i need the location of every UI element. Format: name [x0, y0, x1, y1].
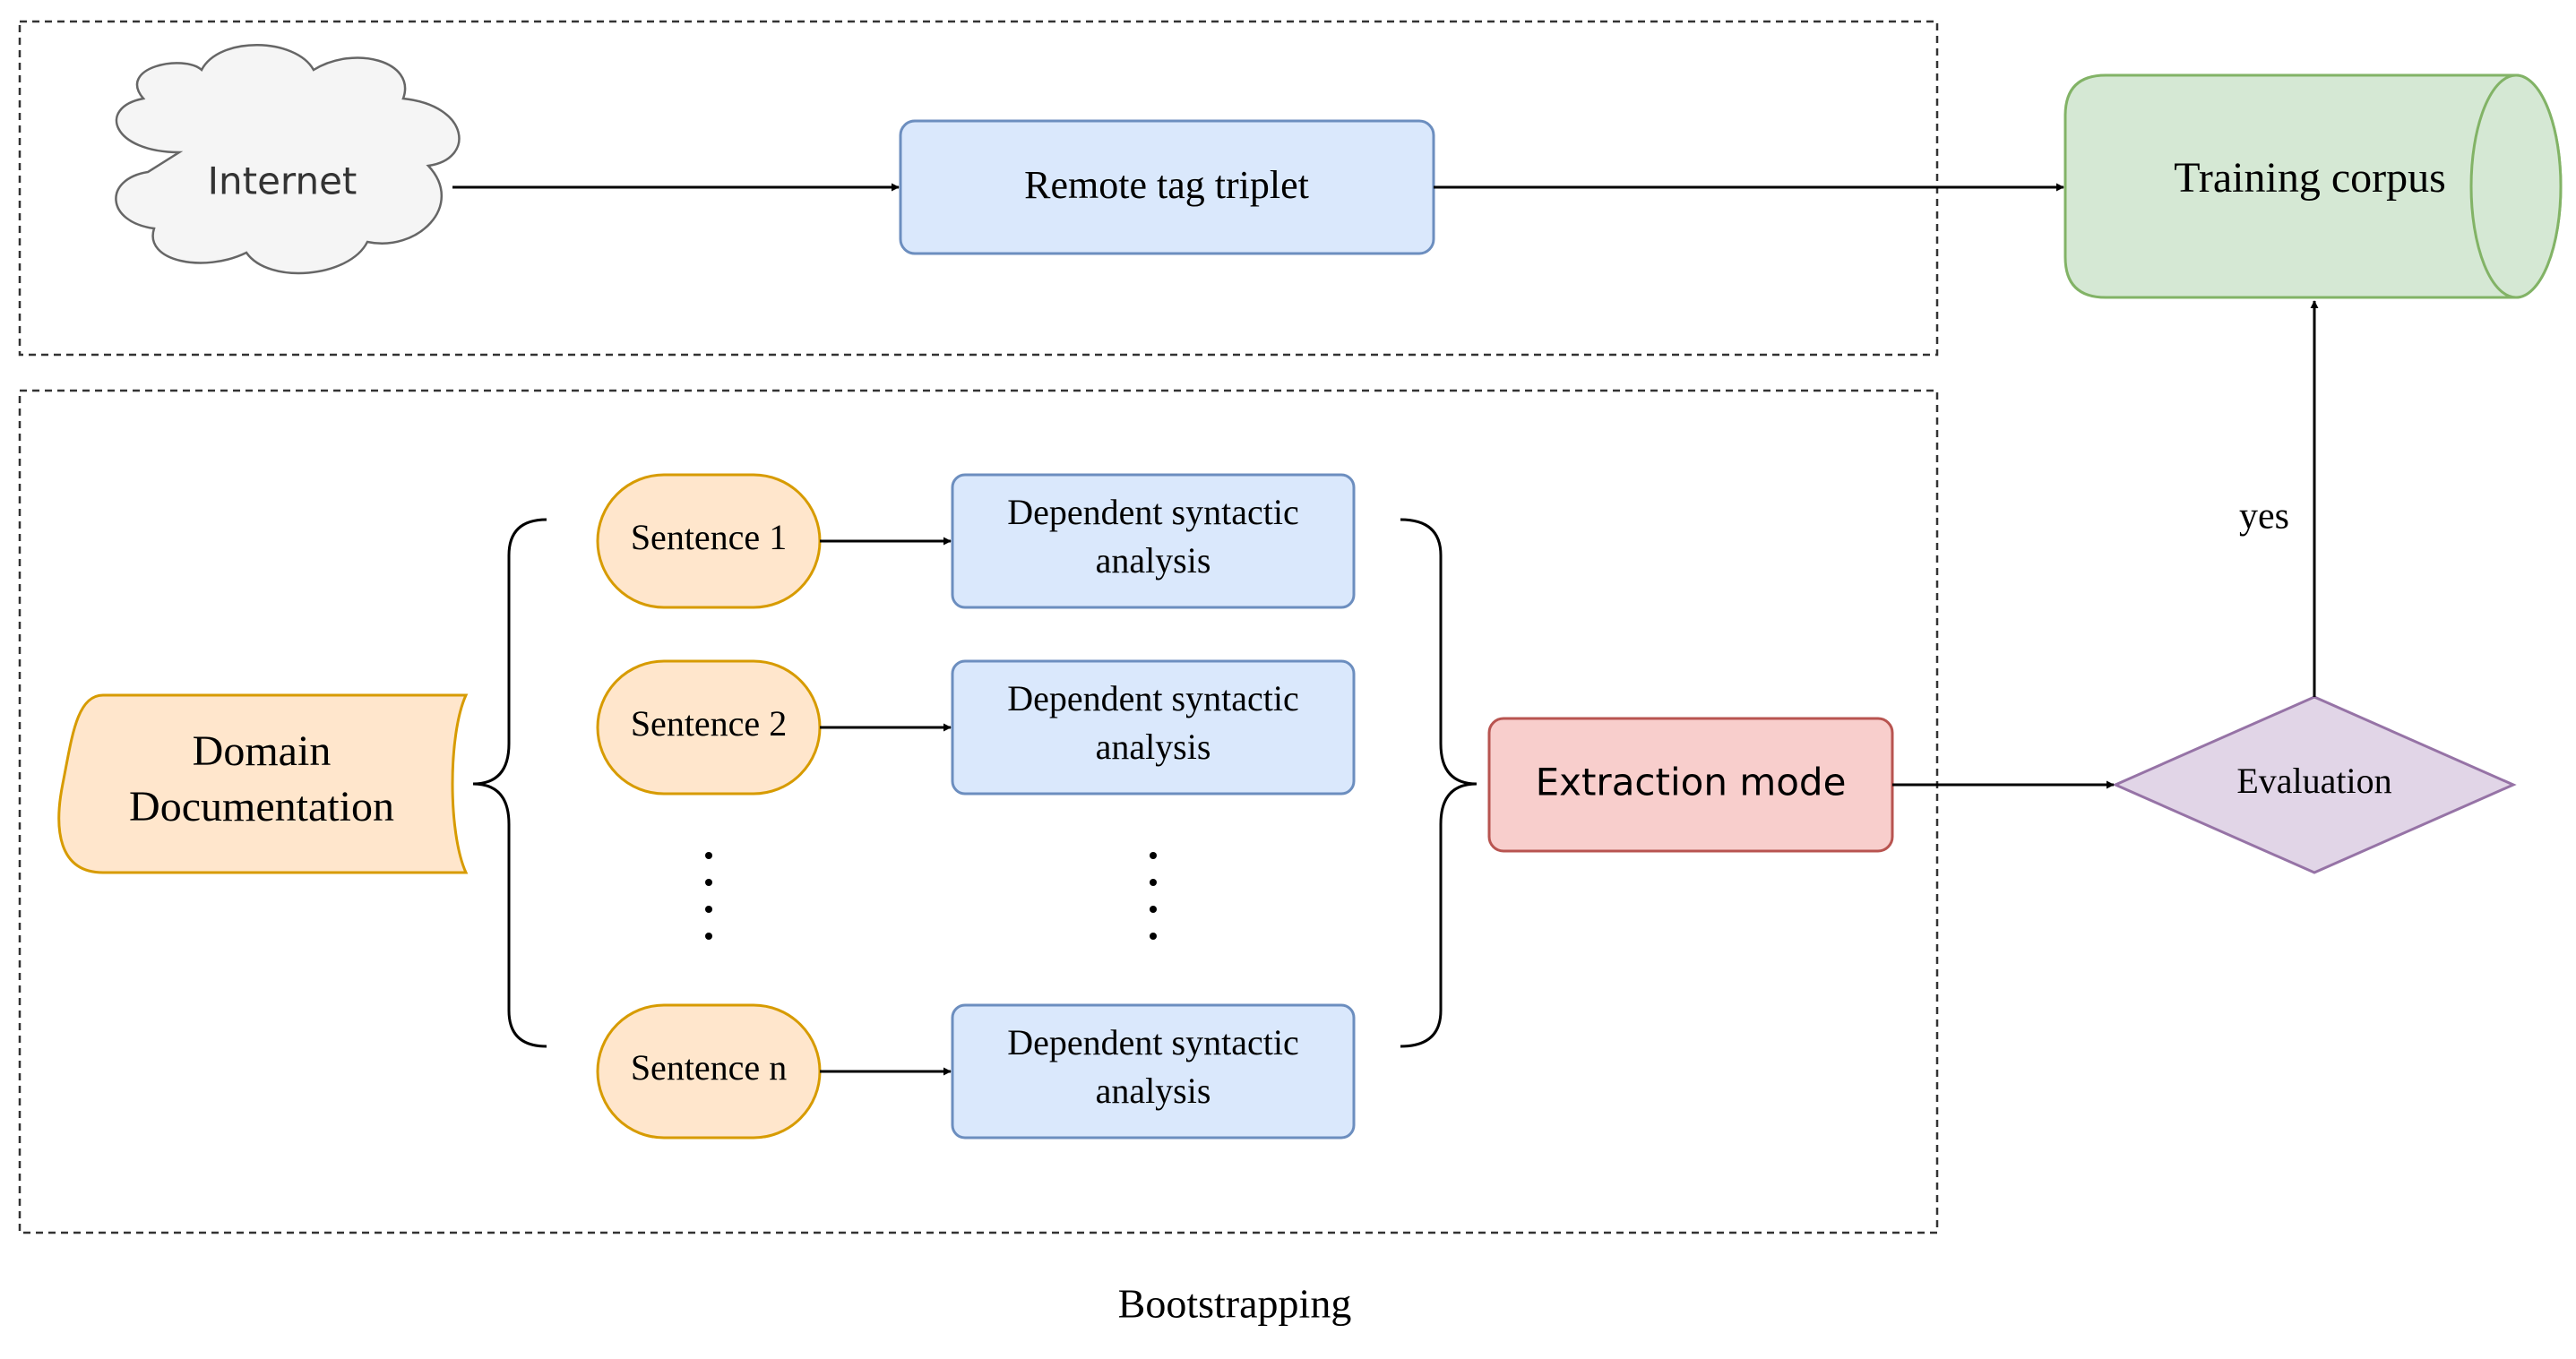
analysis-2-box — [951, 659, 1356, 796]
bottom-dashed-frame — [18, 389, 1939, 1234]
training-corpus-label: Training corpus — [2174, 154, 2446, 202]
right-brace — [1400, 518, 1478, 1048]
evaluation-label: Evaluation — [2236, 761, 2391, 801]
analysis-1-box — [951, 473, 1356, 609]
internet-label: Internet — [208, 159, 358, 203]
remote-tag-triplet-node: Remote tag triplet — [899, 119, 1435, 255]
cloud-shape — [115, 44, 461, 275]
domain-documentation-node: Domain Documentation — [57, 693, 469, 874]
edges — [452, 183, 2319, 1076]
domain-documentation-label-1: Domain — [193, 727, 332, 775]
domain-documentation-shape — [57, 693, 469, 874]
domain-documentation-label-2: Documentation — [129, 783, 394, 830]
sentence-1-node: Sentence 1 — [596, 473, 822, 609]
diagram-caption: Bootstrapping — [1118, 1281, 1352, 1327]
sentence-n-node: Sentence n — [596, 1003, 822, 1140]
yes-edge-label: yes — [2239, 496, 2289, 538]
analysis-2-label-1: Dependent syntactic — [1007, 678, 1298, 718]
analysis-ellipsis — [1150, 852, 1157, 940]
sentence-n-label: Sentence n — [631, 1047, 787, 1088]
training-corpus-end — [2469, 73, 2563, 299]
extraction-mode-node: Extraction mode — [1487, 717, 1894, 853]
sentence-2-node: Sentence 2 — [596, 659, 822, 796]
evaluation-diamond — [2112, 695, 2517, 874]
analysis-1-label-1: Dependent syntactic — [1007, 492, 1298, 532]
evaluation-node: Evaluation — [2112, 695, 2517, 874]
analysis-1-node: Dependent syntactic analysis — [951, 473, 1356, 609]
analysis-n-label-1: Dependent syntactic — [1007, 1022, 1298, 1062]
extraction-mode-label: Extraction mode — [1536, 761, 1847, 804]
training-corpus-node: Training corpus — [2063, 73, 2563, 299]
left-brace — [472, 518, 547, 1048]
analysis-2-label-2: analysis — [1096, 727, 1211, 767]
analysis-1-label-2: analysis — [1096, 540, 1211, 581]
sentence-2-label: Sentence 2 — [631, 703, 787, 744]
remote-tag-triplet-label: Remote tag triplet — [1024, 163, 1309, 207]
sentence-ellipsis — [705, 852, 712, 940]
analysis-n-node: Dependent syntactic analysis — [951, 1003, 1356, 1140]
analysis-n-label-2: analysis — [1096, 1071, 1211, 1111]
internet-cloud-node: Internet — [115, 44, 461, 275]
analysis-n-box — [951, 1003, 1356, 1140]
sentence-1-label: Sentence 1 — [631, 517, 787, 557]
analysis-2-node: Dependent syntactic analysis — [951, 659, 1356, 796]
